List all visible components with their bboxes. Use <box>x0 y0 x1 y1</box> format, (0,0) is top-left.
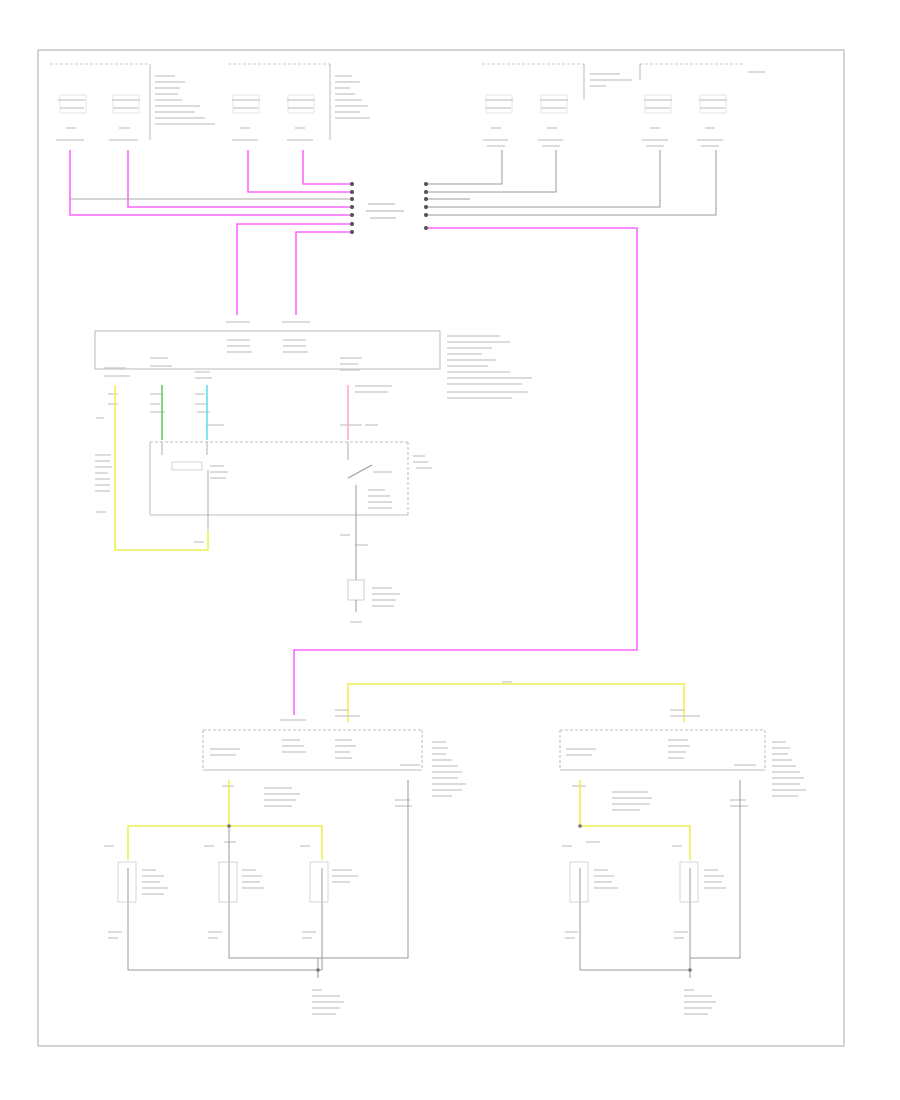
wires-instrument-panel-down <box>114 385 349 551</box>
wires-black-lower <box>127 780 741 978</box>
lower-component-text <box>104 681 726 1015</box>
instrument-panel-module <box>94 321 532 426</box>
splice-dots-lower <box>227 824 692 972</box>
wires-black-top-right <box>426 150 717 216</box>
lower-components <box>117 861 699 903</box>
wires-yellow-lower <box>127 780 691 860</box>
relay-box <box>149 441 409 530</box>
right-door-module <box>559 729 766 771</box>
diagram-frame <box>37 49 845 1047</box>
splice-connector-top <box>350 182 428 234</box>
top-module-brackets <box>149 64 641 140</box>
door-module-text <box>210 709 806 843</box>
relay-text-lines <box>95 454 432 623</box>
wires-pink-top-left <box>69 150 350 315</box>
fuse-symbols-top <box>59 94 727 114</box>
yellow-wire-link <box>347 683 685 722</box>
module-text-lines <box>56 71 765 147</box>
left-door-module <box>202 729 423 771</box>
switch-and-ground <box>347 464 373 612</box>
wires-pink-right-trunk <box>293 227 638 715</box>
